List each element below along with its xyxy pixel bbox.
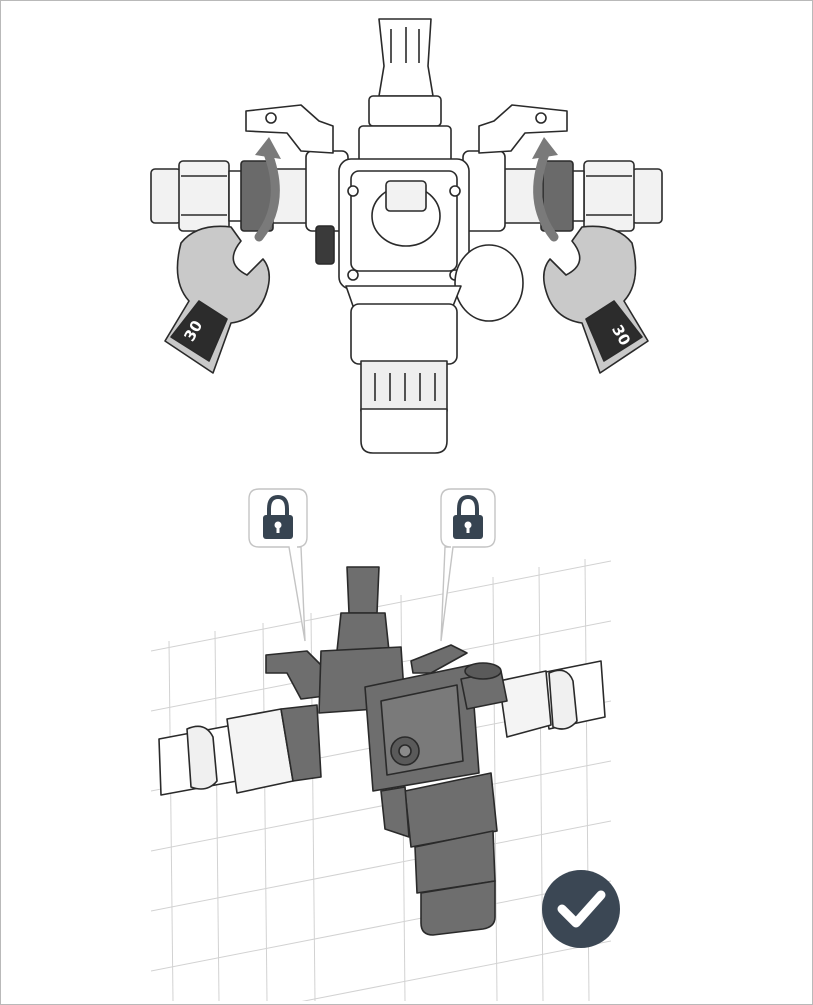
left-locked-handle <box>265 650 334 700</box>
right-wrench <box>542 225 649 374</box>
right-wrench-size-band <box>585 300 643 362</box>
left-wrench <box>164 225 271 374</box>
pressure-regulator-body <box>315 18 524 454</box>
left-wrench-size-band <box>170 300 228 362</box>
left-arrow-head <box>255 137 281 159</box>
right-pipe-fitting <box>500 160 663 232</box>
right-rotation-arrow <box>533 146 559 242</box>
tightening-step-diagram <box>150 18 663 454</box>
installed-step-diagram <box>151 488 620 1001</box>
right-locked-handle <box>410 644 468 674</box>
lock-icon <box>263 494 293 539</box>
left-pipe-fitting <box>150 160 314 232</box>
installed-valve-assembly <box>158 566 606 936</box>
checkmark-icon <box>542 870 620 948</box>
left-lock-callout <box>248 488 308 642</box>
left-valve-handle <box>245 104 334 154</box>
lock-icon <box>453 494 483 539</box>
right-arrow-head <box>532 137 558 159</box>
right-valve-handle <box>478 104 568 154</box>
right-lock-callout <box>440 488 496 642</box>
left-rotation-arrow <box>254 146 280 242</box>
